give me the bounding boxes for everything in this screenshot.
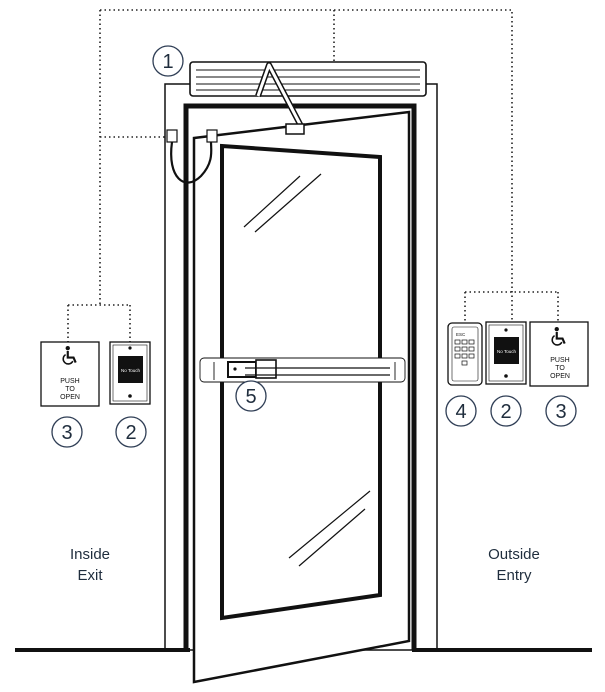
callout-exit-device-number: 5 xyxy=(245,386,256,408)
sensor-face-text: No Touch xyxy=(121,368,140,373)
push-label-outside: PUSH xyxy=(550,357,569,364)
callout-numbers: 1 3 2 5 4 2 3 xyxy=(61,51,566,444)
open-label: OPEN xyxy=(60,394,80,401)
wheelchair-icon xyxy=(62,346,77,365)
callout-inside-sensor xyxy=(115,416,147,448)
outside-push-plate: PUSH TO OPEN xyxy=(529,321,589,387)
keypad-display: ESC xyxy=(456,332,466,337)
callout-markers xyxy=(51,45,577,448)
callout-operator xyxy=(152,45,184,77)
callout-inside-plate xyxy=(51,416,83,448)
entry-label: Entry xyxy=(496,567,532,584)
callout-inside-plate-number: 3 xyxy=(61,422,72,444)
callout-exit-device xyxy=(235,380,267,412)
inside-label: Inside xyxy=(70,546,110,563)
door-operator xyxy=(189,61,427,135)
callout-outside-sensor-number: 2 xyxy=(500,401,511,423)
wiring-lines xyxy=(67,9,559,342)
open-label-outside: OPEN xyxy=(550,373,570,380)
keypad-keys xyxy=(454,339,475,366)
callout-outside-plate-number: 3 xyxy=(555,401,566,423)
door-cord xyxy=(166,129,218,184)
exit-device xyxy=(199,357,406,383)
callout-keypad-number: 4 xyxy=(455,401,466,423)
callout-inside-sensor-number: 2 xyxy=(125,422,136,444)
callout-operator-number: 1 xyxy=(162,51,173,73)
outside-label: Outside xyxy=(488,546,540,563)
inside-push-plate: PUSH TO OPEN xyxy=(40,341,100,407)
push-label: PUSH xyxy=(60,378,79,385)
sensor-face-text-outside: No Touch xyxy=(497,349,516,354)
inside-touch-sensor: No Touch xyxy=(109,341,151,405)
door-leaf xyxy=(192,110,411,684)
callout-outside-plate xyxy=(545,395,577,427)
to-label: TO xyxy=(65,386,75,393)
to-label-outside: TO xyxy=(555,365,565,372)
outside-touch-sensor: No Touch xyxy=(485,321,527,385)
outside-keypad: ESC xyxy=(447,322,483,386)
wheelchair-icon xyxy=(551,327,566,346)
callout-keypad xyxy=(445,395,477,427)
side-labels: Inside Exit Outside Entry xyxy=(70,546,540,584)
exit-label: Exit xyxy=(77,567,103,584)
callout-outside-sensor xyxy=(490,395,522,427)
